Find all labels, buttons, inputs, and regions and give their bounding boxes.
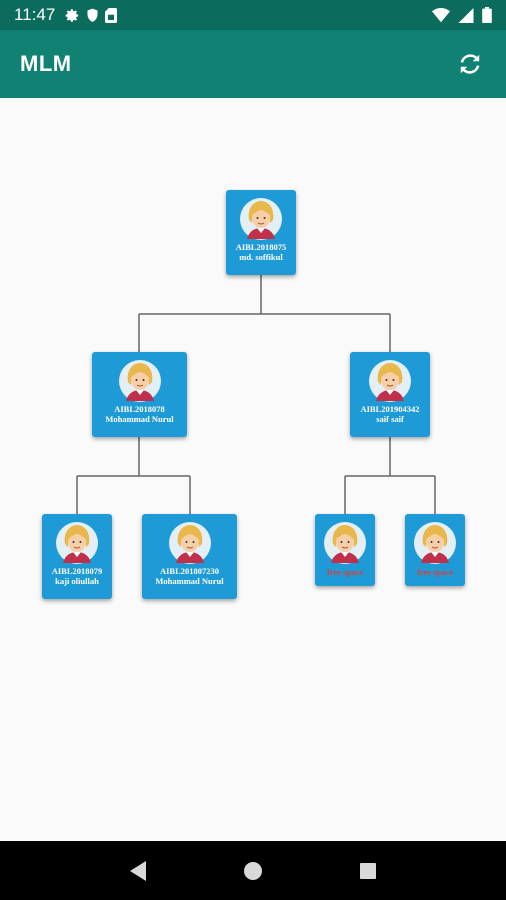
app-bar: MLM: [0, 30, 506, 98]
refresh-icon: [460, 54, 480, 74]
user-avatar-icon: [56, 522, 98, 564]
signal-icon: [458, 7, 474, 23]
tree-connector-lines: [76, 275, 436, 514]
user-avatar-icon: [414, 522, 456, 564]
node-id: AIBL201807230: [159, 566, 220, 576]
status-bar: 11:47: [0, 0, 506, 30]
app-title: MLM: [20, 51, 72, 76]
tree-node-left-left[interactable]: AIBL2018079 kaji oliullah: [42, 514, 112, 599]
status-time: 11:47: [14, 5, 56, 24]
node-id: AIBL201904342: [360, 404, 420, 414]
sim-card-icon: [105, 7, 118, 23]
tree-node-root[interactable]: AIBL2018075 md. soffikul: [226, 190, 296, 275]
node-name: kaji oliullah: [55, 576, 99, 586]
node-id: AIBL2018078: [114, 404, 165, 414]
back-button[interactable]: [118, 851, 158, 891]
node-name: saif saif: [376, 414, 404, 424]
navigation-bar: [0, 841, 506, 900]
node-name: Mohammad Nurul: [105, 414, 174, 424]
back-icon: [129, 860, 146, 881]
tree-node-right[interactable]: AIBL201904342 saif saif: [350, 352, 430, 437]
home-icon: [243, 861, 262, 880]
recents-icon: [360, 862, 377, 879]
user-avatar-icon: [240, 198, 282, 240]
battery-icon: [482, 7, 492, 23]
user-avatar-icon: [118, 360, 161, 402]
wifi-icon: [432, 7, 450, 22]
free-space-label: free space: [417, 567, 453, 577]
node-name: md. soffikul: [239, 252, 283, 262]
tree-node-left-right[interactable]: AIBL201807230 Mohammad Nurul: [142, 514, 237, 599]
free-space-label: free space: [327, 567, 363, 577]
shield-icon: [87, 8, 98, 22]
node-id: AIBL2018079: [51, 566, 103, 576]
user-avatar-icon: [324, 522, 366, 564]
user-avatar-icon: [369, 360, 411, 402]
node-id: AIBL2018075: [235, 242, 287, 252]
tree-node-left[interactable]: AIBL2018078 Mohammad Nurul: [92, 352, 187, 437]
recents-button[interactable]: [348, 851, 388, 891]
tree-node-right-right[interactable]: free space: [405, 514, 465, 586]
tree-view: AIBL2018075 md. soffikul AIBL2018078 Moh…: [0, 98, 506, 841]
gear-icon: [65, 8, 79, 22]
home-button[interactable]: [233, 851, 273, 891]
refresh-button[interactable]: [454, 48, 486, 80]
node-name: Mohammad Nurul: [155, 576, 224, 586]
tree-node-right-left[interactable]: free space: [315, 514, 375, 586]
user-avatar-icon: [168, 522, 211, 564]
